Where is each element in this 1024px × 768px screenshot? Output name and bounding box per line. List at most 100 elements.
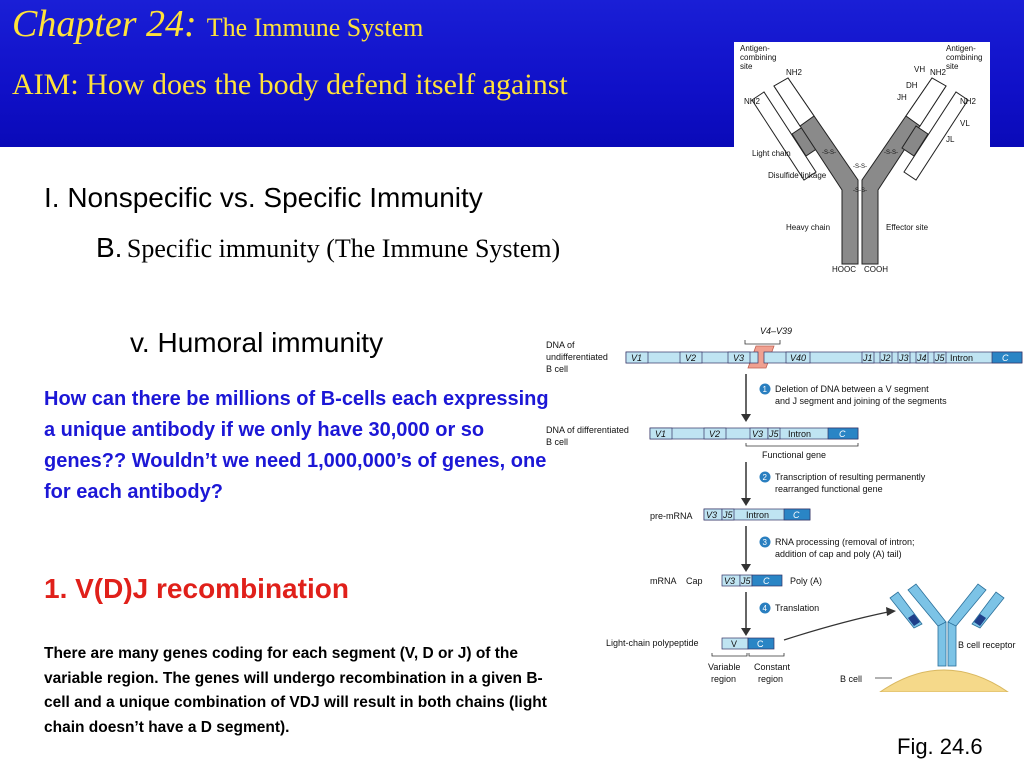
v-range-label: V4–V39 [760,326,792,336]
curved-arrow-to-receptor [783,611,889,641]
receptor-stem-right [947,621,957,667]
arrowhead-step4 [741,628,751,636]
constant-region-line2: region [758,674,783,684]
step1-line1: Deletion of DNA between a V segment [775,384,929,394]
curved-arrowhead [886,607,896,616]
step3-line1: RNA processing (removal of intron; [775,537,915,547]
light-chain-label: Light chain [752,149,791,158]
vh-label: VH [914,65,925,74]
seg-j2 [879,351,893,364]
step4-line1: Translation [775,603,819,613]
nh2-label-2: NH2 [744,97,761,106]
outline-b-text: Specific immunity (The Immune System) [126,234,561,263]
arrowhead-step2 [741,498,751,506]
constant-region-bracket [748,653,785,657]
right-light-chain-constant [901,125,929,157]
variable-region-line2: region [711,674,736,684]
undiff-label-line1: DNA of [546,340,575,350]
receptor-stem-left [937,621,947,667]
mrna-seg-v3-label: V3 [724,576,735,586]
jl-label: JL [946,135,955,144]
arrowhead-step3 [741,564,751,572]
step2-number: 2 [763,473,768,482]
diff-label-line1: DNA of differentiated [546,425,629,435]
mrna-label: mRNA [650,576,677,586]
diff-seg-v2-label: V2 [709,429,720,439]
premrna-seg-j5-label: J5 [722,510,734,520]
step1-line2: and J segment and joining of the segment… [775,396,947,406]
diff-seg-intron-label: Intron [788,429,811,439]
seg-j5-label: J5 [934,353,946,363]
variable-region-bracket [711,653,748,657]
left-heavy-variable [773,77,815,127]
step3-line2: addition of cap and poly (A) tail) [775,549,902,559]
polypeptide-seg-v-label: V [731,639,737,649]
seg-v2 [679,351,703,364]
disulfide-label: Disulfide linkage [768,171,827,180]
functional-gene-label: Functional gene [762,450,826,460]
antigen-site-right-line1: Antigen- [946,44,976,53]
left-light-chain-variable [751,91,817,181]
constant-region-line1: Constant [754,662,791,672]
antigen-site-left-line1: Antigen- [740,44,770,53]
seg-j1 [861,351,875,364]
jh-label: JH [897,93,907,102]
v-range-bracket [744,340,781,345]
right-heavy-variable [905,77,947,127]
premrna-seg-j5 [721,508,735,521]
seg-v40-label: V40 [790,353,806,363]
premrna-label: pre-mRNA [650,511,693,521]
seg-c [991,351,1023,364]
seg-j1-label: J1 [862,353,873,363]
disulfide-bond-1: -S-S- [853,164,867,170]
seg-j4-label: J4 [916,353,927,363]
vdj-recombination-figure: DNA of undifferentiated B cell V4–V39 V1… [546,326,1023,692]
seg-j2-label: J2 [880,353,891,363]
aim-heading: AIM: How does the body defend itself aga… [12,68,568,101]
hooc-label: HOOC [832,265,856,274]
b-cell-label: B cell [840,674,862,684]
effector-site-label: Effector site [886,223,929,232]
mrna-seg-j5-label: J5 [740,576,752,586]
b-cell-receptor-label: B cell receptor [958,640,1016,650]
step2-circle [759,471,771,483]
seg-v1-label: V1 [631,353,642,363]
diff-seg-v2 [703,427,727,440]
nh2-label-3: NH2 [930,68,947,77]
diff-seg-c-label: C [839,429,846,439]
diff-seg-j5-label: J5 [768,429,780,439]
diff-seg-c [827,427,859,440]
antigen-site-right-line3: site [946,62,959,71]
right-light-chain-variable [903,91,969,181]
receptor-c-right [974,614,986,626]
chapter-title: Chapter 24: The Immune System [12,2,423,46]
chapter-number: Chapter 24: [12,3,197,45]
step4-circle [759,602,771,614]
undiff-label-line2: undifferentiated [546,352,608,362]
mrna-seg-c [751,574,783,587]
seg-v1 [625,351,649,364]
outline-heading-roman: I. Nonspecific vs. Specific Immunity [44,182,483,213]
nh2-label-1: NH2 [786,68,803,77]
cooh-label: COOH [864,265,888,274]
receptor-arm-right-heavy [947,583,987,627]
b-cell-receptor [889,583,1005,667]
chapter-subtitle: The Immune System [206,13,424,42]
polypeptide-label: Light-chain polypeptide [606,638,699,648]
antigen-site-left-line2: combining [740,53,776,62]
receptor-c-left [908,614,920,626]
explanation-text: There are many genes coding for each seg… [44,645,547,736]
b-cell-membrane [879,669,1009,692]
step4-number: 4 [763,604,768,613]
seg-j5 [933,351,947,364]
seg-j3 [897,351,911,364]
vl-label: VL [960,119,970,128]
disulfide-bond-3: -S-S- [822,150,836,156]
seg-v3-label: V3 [733,353,744,363]
arrowhead-step1 [741,414,751,422]
premrna-seg-intron-label: Intron [746,510,769,520]
step1-number: 1 [763,385,768,394]
antibody-structure-figure: Antigen- combining site Antigen- combini… [734,42,990,278]
step3-number: 3 [763,538,768,547]
premrna-seg-v3-label: V3 [706,510,717,520]
